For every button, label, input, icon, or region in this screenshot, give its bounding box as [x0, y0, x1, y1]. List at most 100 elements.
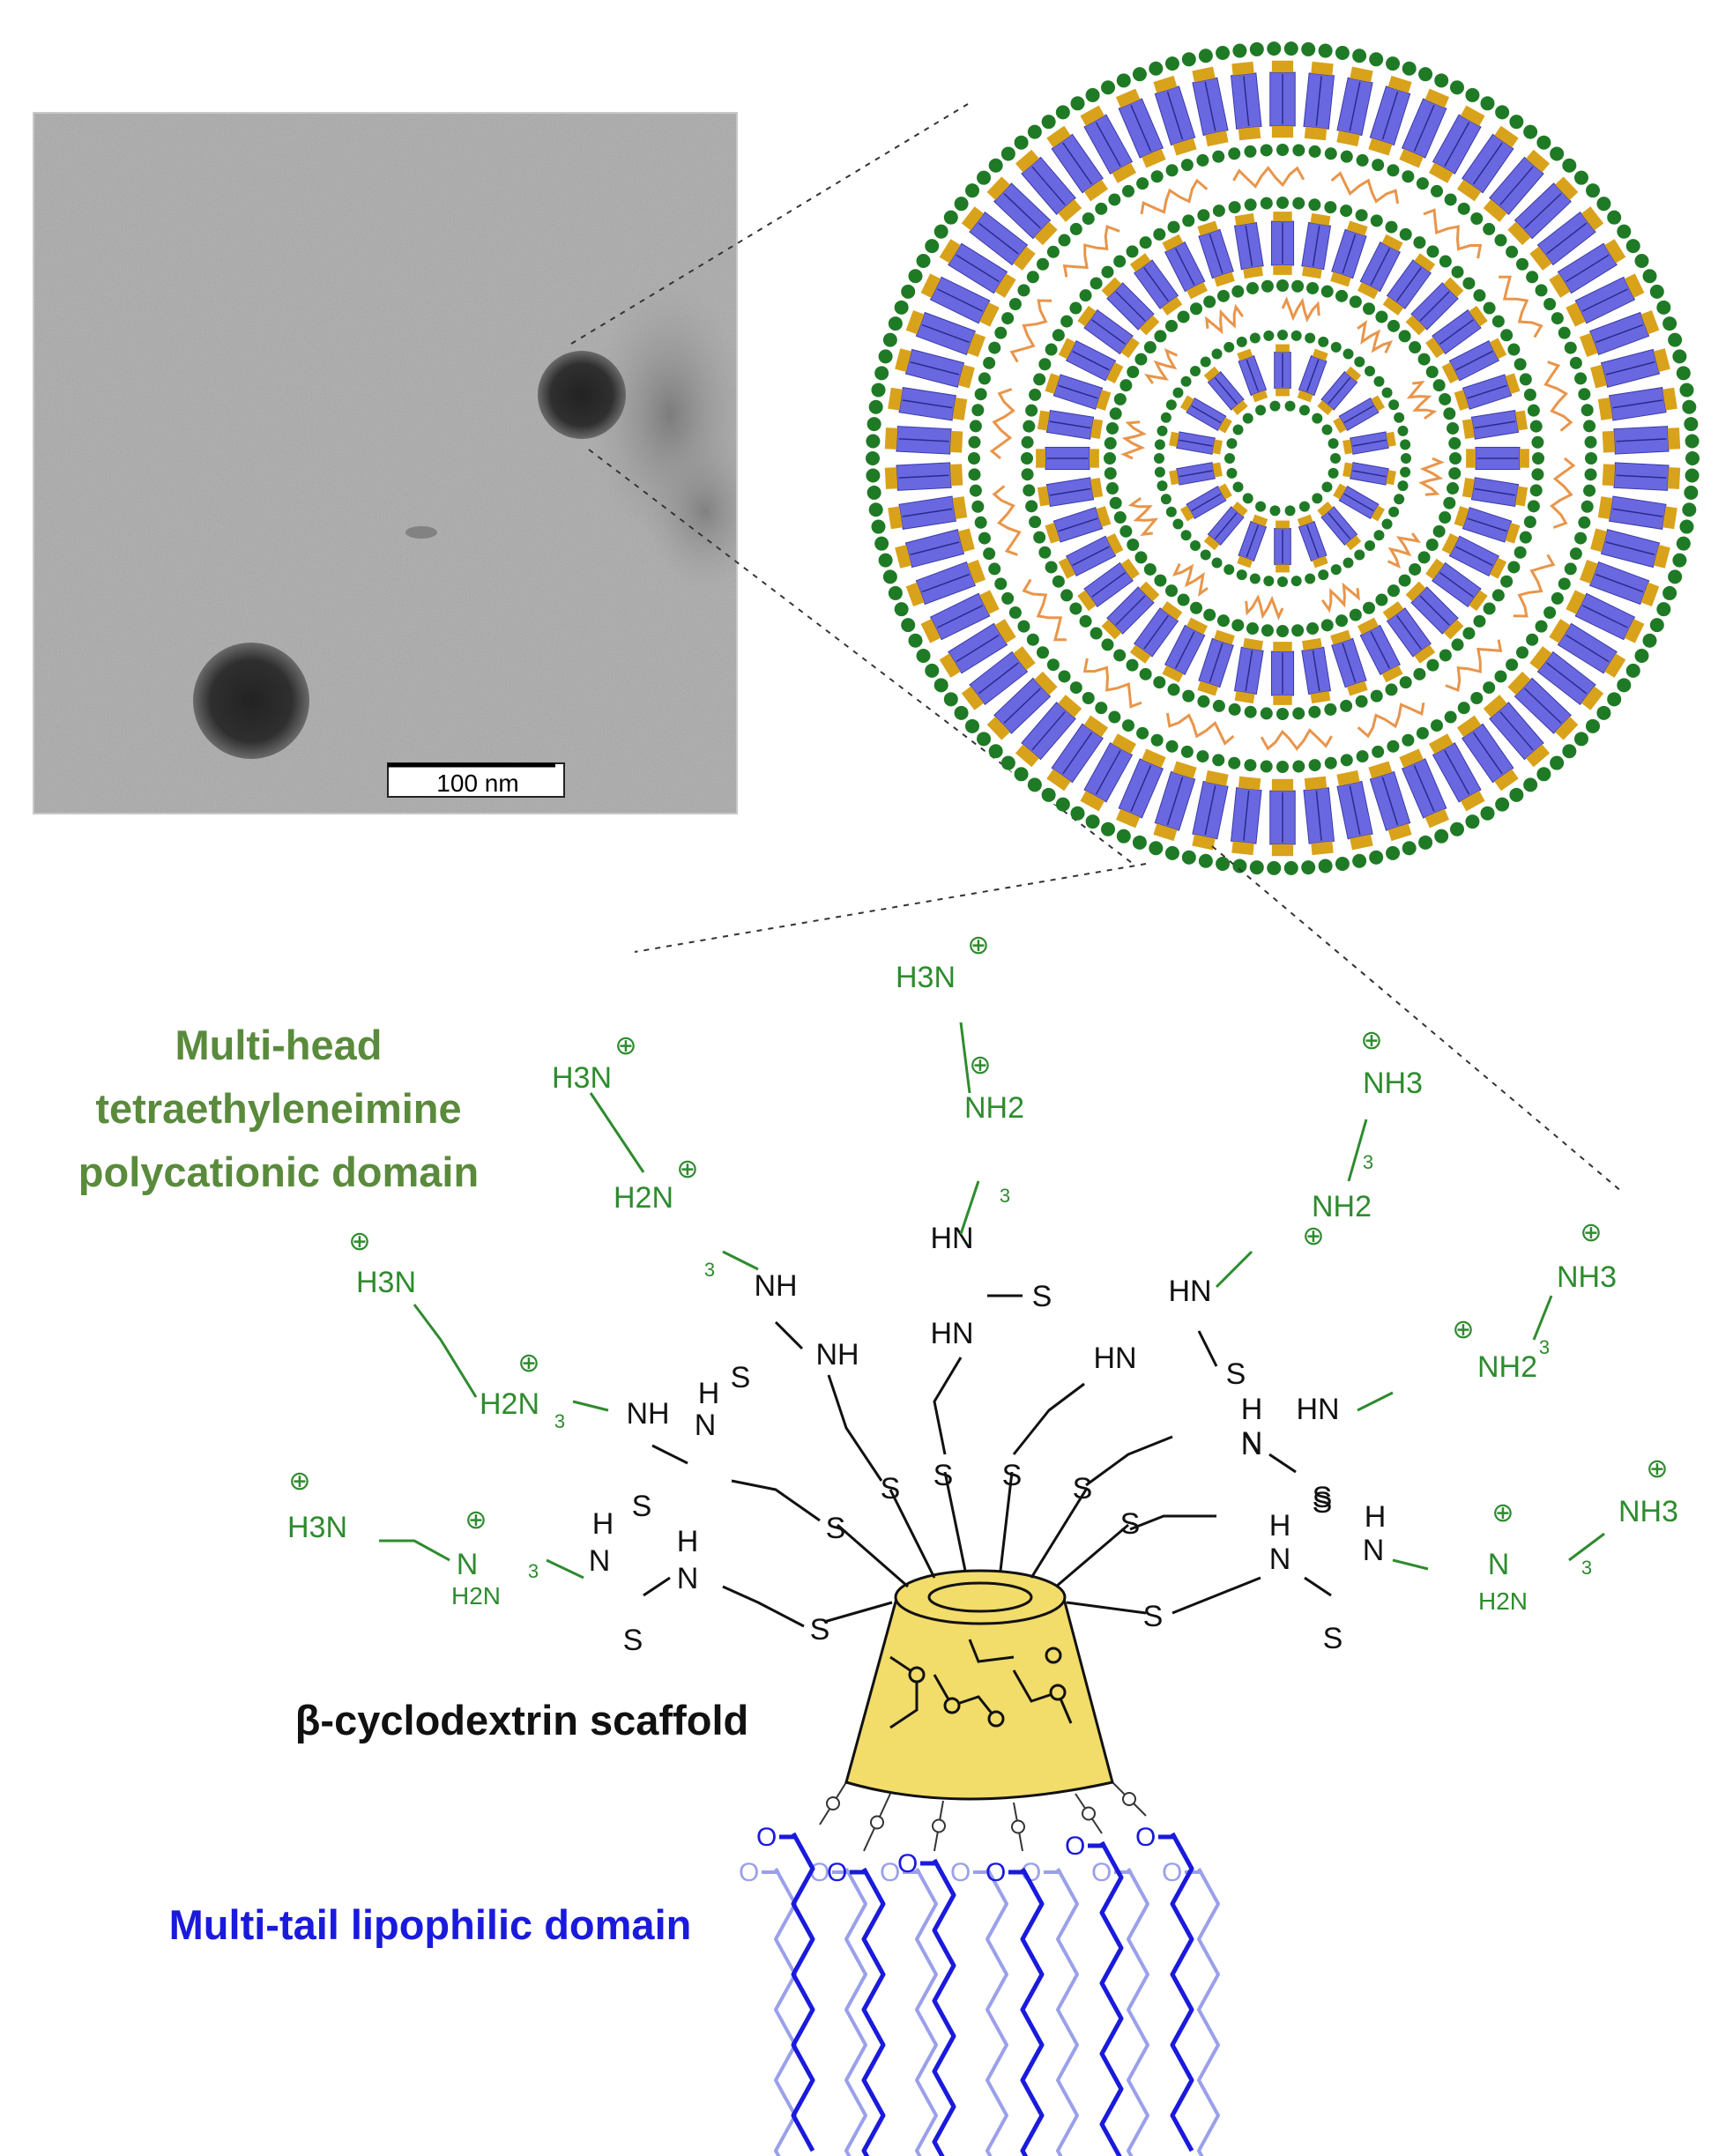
atom-label: 3: [704, 1259, 715, 1281]
atom-label: S: [1323, 1622, 1343, 1655]
atom-label: ⊕: [1360, 1026, 1382, 1055]
atom-label: H: [677, 1525, 699, 1558]
sulfur-atom: S: [826, 1512, 846, 1545]
lipophilic-tail: O: [1021, 1858, 1079, 2156]
carbonyl-oxygen: O: [950, 1858, 971, 1887]
lipophilic-tail: O: [897, 1849, 956, 2156]
lipophilic-tail: O: [827, 1858, 886, 2156]
lipophilic-tail: O: [986, 1858, 1045, 2156]
atom-label: H2N: [614, 1181, 673, 1215]
lipophilic-tail: O: [1135, 1823, 1194, 2152]
atom-label: NH3: [1557, 1260, 1617, 1294]
atom-label: N: [1269, 1543, 1291, 1576]
atom-label: S: [623, 1624, 643, 1657]
atom-label: H: [1269, 1509, 1291, 1543]
atom-label: N: [1241, 1428, 1263, 1461]
tem-micrograph: [33, 113, 737, 814]
scaffold-label: β-cyclodextrin scaffold: [295, 1697, 748, 1743]
sulfur-atom: S: [1120, 1507, 1141, 1541]
atom-label: S: [1032, 1280, 1052, 1313]
atom-label: NH2: [1477, 1350, 1537, 1384]
atom-label: N: [1241, 1426, 1263, 1460]
sulfur-atom: S: [810, 1613, 830, 1647]
atom-label: ⊕: [676, 1155, 698, 1184]
sulfur-atom: S: [1143, 1600, 1164, 1633]
zoom-lines-bottom: [634, 845, 1623, 1193]
atom-label: HN: [1296, 1393, 1339, 1426]
polycationic-label-line2: tetraethyleneimine: [95, 1085, 461, 1132]
lipophilic-label: Multi-tail lipophilic domain: [169, 1901, 692, 1948]
sulfur-atom: S: [1002, 1459, 1023, 1492]
dna-ring: [989, 166, 1576, 751]
carbonyl-oxygen: O: [880, 1858, 900, 1887]
cationic-bead-ring: [1154, 330, 1411, 587]
atom-label: NH3: [1363, 1067, 1423, 1100]
cationic-bead-ring: [866, 41, 1700, 875]
atom-label: ⊕: [517, 1349, 539, 1378]
atom-label: ⊕: [1452, 1315, 1474, 1344]
bilayer-ring: [884, 60, 1681, 857]
atom-label: 3: [528, 1560, 539, 1582]
atom-label: N: [457, 1548, 479, 1581]
atom-label: S: [1313, 1486, 1333, 1520]
cationic-bead-ring: [1224, 400, 1341, 517]
polycationic-label: Multi-head tetraethyleneimine polycation…: [78, 1022, 479, 1195]
carbonyl-oxygen: O: [1135, 1823, 1156, 1852]
sulfur-atom: S: [1073, 1472, 1093, 1505]
nanoparticle-small: [538, 351, 626, 439]
lipophilic-tail: O: [950, 1858, 1008, 2156]
atom-label: ⊕: [1491, 1498, 1514, 1528]
atom-label: N: [1363, 1534, 1385, 1567]
carbonyl-oxygen: O: [1021, 1858, 1041, 1887]
carbonyl-oxygen: O: [986, 1858, 1006, 1887]
atom-label: H: [1241, 1393, 1263, 1426]
atom-label: ⊕: [348, 1227, 370, 1256]
cationic-bead-ring: [1021, 197, 1544, 720]
atom-label: HN: [930, 1317, 973, 1350]
lipophilic-tail: O: [1091, 1858, 1149, 2156]
atom-label: HN: [1093, 1342, 1136, 1375]
atom-label: H: [1365, 1500, 1387, 1534]
carbonyl-oxygen: O: [827, 1858, 847, 1887]
atom-label: NH: [626, 1397, 669, 1431]
atom-label: 3: [1000, 1185, 1010, 1207]
atom-label: ⊕: [969, 1051, 991, 1080]
atom-label: 3: [1581, 1557, 1592, 1579]
scale-bar-label: 100 nm: [436, 769, 518, 797]
micelle-schematic: [866, 41, 1700, 875]
sulfur-atom: S: [881, 1472, 901, 1505]
carbonyl-oxygen: O: [897, 1849, 918, 1878]
lipophilic-tail: O: [739, 1858, 797, 2156]
atom-label: ⊕: [288, 1467, 310, 1496]
lipophilic-tail: O: [809, 1858, 867, 2156]
atom-label: 3: [1539, 1336, 1550, 1358]
atom-label: H2N: [1478, 1587, 1528, 1615]
carbonyl-oxygen: O: [1162, 1858, 1182, 1887]
sulfur-atom: S: [933, 1459, 954, 1492]
carbonyl-oxygen: O: [1065, 1832, 1085, 1861]
atom-label: 3: [1363, 1151, 1373, 1173]
atom-label: 3: [554, 1410, 565, 1432]
nanoparticle-large: [193, 643, 309, 759]
atom-label: ⊕: [1302, 1222, 1324, 1251]
cyclodextrin-scaffold: [844, 1569, 1114, 1801]
atom-label: NH3: [1618, 1495, 1678, 1528]
atom-label: ⊕: [1646, 1454, 1668, 1483]
atom-label: HN: [1168, 1275, 1211, 1308]
polycationic-label-line3: polycationic domain: [78, 1149, 479, 1195]
lipophilic-tail: O: [1065, 1832, 1124, 2156]
atom-label: ⊕: [967, 931, 989, 960]
bilayer-ring: [1169, 344, 1396, 573]
dna-ring: [1120, 296, 1445, 621]
atom-label: ⊕: [465, 1505, 487, 1535]
atom-label: ⊕: [614, 1031, 636, 1060]
atom-label: NH2: [964, 1091, 1024, 1125]
lipophilic-tail: O: [756, 1823, 815, 2152]
atom-label: H3N: [552, 1061, 612, 1095]
atom-label: S: [1313, 1481, 1333, 1514]
atom-label: S: [731, 1361, 751, 1394]
atom-label: H3N: [287, 1511, 347, 1544]
atom-label: H: [592, 1507, 614, 1541]
atom-label: N: [589, 1544, 611, 1578]
